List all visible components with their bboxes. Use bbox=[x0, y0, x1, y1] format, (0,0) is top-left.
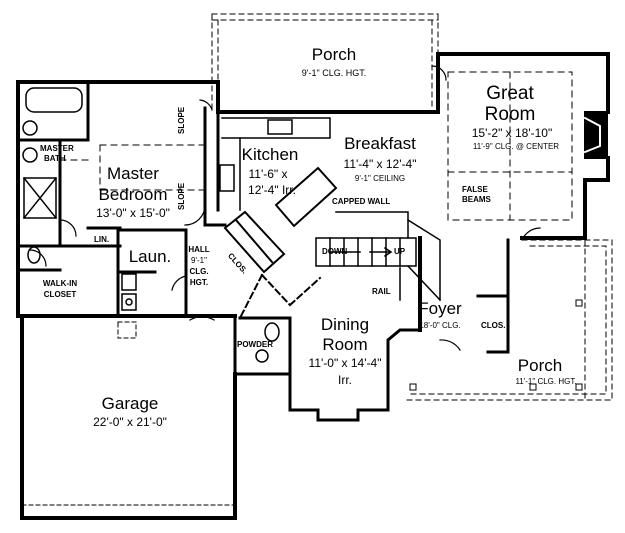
slope-label-lower: SLOPE bbox=[177, 182, 186, 210]
master-bedroom-size: 13'-0" x 15'-0" bbox=[96, 206, 170, 220]
false-beams-label-1: FALSE bbox=[462, 185, 488, 194]
foyer-note: 18'-0" CLG. bbox=[419, 321, 461, 330]
great-room-label-2: Room bbox=[484, 104, 536, 125]
breakfast-note: 9'-1" CEILING bbox=[354, 174, 406, 183]
stairs-down-label: DOWN bbox=[322, 247, 348, 256]
hall-label-4: HGT. bbox=[189, 278, 209, 287]
rail-label: RAIL bbox=[372, 287, 391, 296]
master-bath-label-1: MASTER bbox=[40, 144, 74, 153]
walk-in-closet-label-1: WALK-IN bbox=[42, 279, 78, 288]
powder-fixtures bbox=[255, 322, 280, 363]
garage-size: 22'-0" x 21'-0" bbox=[93, 415, 167, 429]
breakfast-label: Breakfast bbox=[344, 134, 416, 153]
dining-room-label-2: Room bbox=[322, 335, 368, 354]
dining-room-size-1: 11'-0" x 14'-4" bbox=[308, 356, 382, 370]
porch-front-note: 11'-1" CLG. HGT. bbox=[515, 377, 577, 386]
kitchen-size-2: 12'-4" Irr. bbox=[248, 183, 296, 197]
master-bedroom-label-2: Bedroom bbox=[98, 185, 168, 204]
dining-room-label-1: Dining bbox=[320, 315, 370, 334]
linen-closet-label: LIN. bbox=[94, 235, 110, 244]
porch-top-note: 9'-1" CLG. HGT. bbox=[301, 68, 367, 78]
great-room-label-1: Great bbox=[486, 83, 534, 104]
laundry-label: Laun. bbox=[128, 247, 172, 266]
diagonal-walls bbox=[238, 273, 322, 320]
interior-walls bbox=[16, 80, 510, 422]
kitchen-size-1: 11'-6" x bbox=[248, 167, 288, 181]
porch-front-label: Porch bbox=[517, 356, 563, 375]
hall-label-1: HALL bbox=[188, 245, 210, 254]
false-beams-label-2: BEAMS bbox=[462, 195, 491, 204]
hall-label-2: 9'-1" bbox=[191, 256, 207, 265]
great-room-note: 11'-9" CLG. @ CENTER bbox=[472, 142, 560, 151]
garage-label: Garage bbox=[101, 394, 159, 413]
kitchen-counters bbox=[219, 117, 331, 211]
kitchen-closet bbox=[223, 210, 286, 274]
powder-label: POWDER bbox=[237, 340, 273, 349]
top-porch-outline bbox=[211, 13, 439, 113]
master-bedroom-label-1: Master bbox=[107, 164, 159, 183]
foyer-closet-label: CLOS. bbox=[481, 321, 506, 330]
capped-wall-label: CAPPED WALL bbox=[332, 197, 391, 206]
dining-room-size-2: Irr. bbox=[338, 373, 352, 387]
porch-top-label: Porch bbox=[311, 45, 357, 64]
exterior-walls bbox=[16, 52, 610, 520]
hall-label-3: CLG. bbox=[189, 267, 209, 276]
breakfast-size: 11'-4" x 12'-4" bbox=[343, 157, 417, 171]
garage-details bbox=[21, 321, 236, 506]
stairs-up-label: UP bbox=[394, 247, 406, 256]
fireplace bbox=[583, 111, 608, 159]
porch-posts bbox=[409, 299, 583, 391]
doors bbox=[29, 65, 541, 351]
slope-label-upper: SLOPE bbox=[177, 106, 186, 134]
kitchen-island bbox=[274, 166, 338, 228]
laundry-fixtures bbox=[121, 273, 137, 311]
great-room-size: 15'-2" x 18'-10" bbox=[471, 126, 553, 140]
kitchen-label: Kitchen bbox=[241, 145, 299, 164]
ceiling-lines bbox=[59, 71, 573, 221]
bath-fixtures bbox=[22, 87, 83, 264]
master-bath-label-2: BATH bbox=[44, 154, 66, 163]
walk-in-closet-label-2: CLOSET bbox=[43, 290, 77, 299]
foyer-label: Foyer bbox=[418, 299, 462, 318]
stairs bbox=[315, 211, 442, 302]
front-porch-outline bbox=[404, 239, 613, 401]
